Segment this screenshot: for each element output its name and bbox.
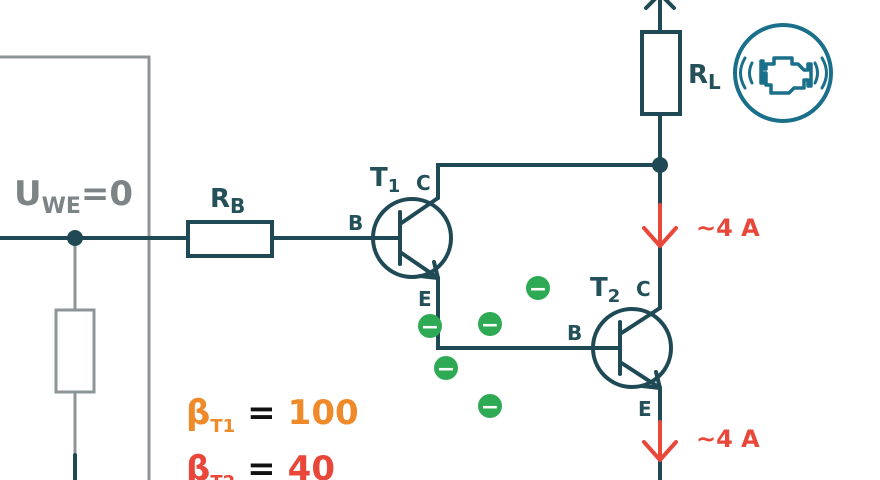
- electron: −: [434, 356, 458, 382]
- t2-collector-label: C: [636, 277, 651, 301]
- t2-base-label: B: [567, 321, 582, 345]
- t2-emitter-label: E: [638, 397, 652, 421]
- load-resistor-label: RL: [688, 60, 721, 94]
- electron: −: [418, 314, 442, 340]
- engine-icon: [733, 23, 833, 123]
- transistor-t2: [591, 306, 673, 390]
- t1-emitter-wire: [436, 276, 598, 350]
- base-resistor: [186, 220, 274, 258]
- svg-text:−: −: [481, 313, 499, 338]
- transistor-t1: [371, 196, 453, 280]
- t1-label: T1: [370, 163, 400, 197]
- t1-base-label: B: [348, 211, 363, 235]
- svg-text:−: −: [437, 357, 455, 382]
- beta-t2-label: βT2=40: [186, 449, 335, 480]
- load-resistor: [640, 30, 682, 116]
- input-node: [67, 230, 83, 246]
- t1-collector-wire: [436, 163, 662, 200]
- t2-label: T2: [590, 273, 620, 307]
- current-top-label: ~4 A: [696, 214, 760, 242]
- svg-text:−: −: [421, 315, 439, 340]
- svg-text:−: −: [529, 277, 547, 302]
- electron: −: [526, 276, 550, 302]
- gray-resistor: [54, 308, 96, 394]
- current-arrow-bottom: [642, 420, 678, 462]
- svg-text:−: −: [481, 395, 499, 420]
- t1-collector-label: C: [416, 171, 431, 195]
- electron: −: [478, 312, 502, 338]
- base-resistor-label: RB: [210, 184, 245, 218]
- current-bottom-label: ~4 A: [696, 425, 760, 453]
- t1-emitter-label: E: [418, 287, 432, 311]
- input-box-outline: [0, 55, 151, 480]
- electron: −: [478, 394, 502, 420]
- current-arrow-top: [642, 203, 678, 248]
- input-voltage-label: UWE=0: [14, 174, 133, 219]
- beta-t1-label: βT1=100: [186, 393, 359, 437]
- supply-arrow: [644, 0, 676, 10]
